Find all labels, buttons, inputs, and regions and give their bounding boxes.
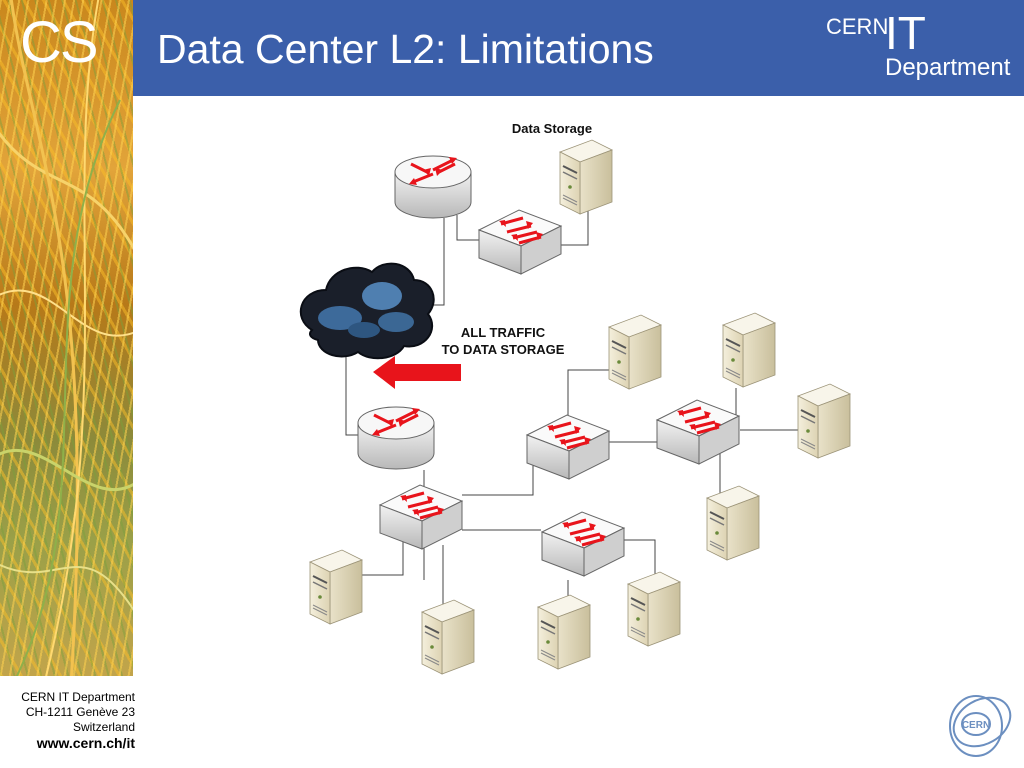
footer-address: CERN IT Department CH-1211 Genève 23 Swi…	[0, 690, 135, 751]
cern-seal-logo: CERN	[949, 695, 1012, 757]
logo-department-text: Department	[885, 54, 1011, 81]
logo-it-text: IT	[885, 7, 926, 59]
footer-url-link[interactable]: www.cern.ch/it	[36, 735, 135, 751]
server-icon	[559, 139, 613, 215]
switch-icon	[378, 483, 464, 551]
server-icon	[706, 485, 760, 561]
footer-line-2: CH-1211 Genève 23	[25, 705, 135, 719]
footer-line-3: Switzerland	[72, 720, 135, 734]
traffic-label-line2: TO DATA STORAGE	[442, 342, 565, 357]
server-icon	[537, 594, 591, 670]
footer-line-1: CERN IT Department	[21, 690, 135, 704]
traffic-arrow	[373, 356, 461, 389]
switch-icon	[655, 398, 741, 466]
traffic-label-line1: ALL TRAFFIC	[461, 325, 546, 340]
switch-icon	[525, 413, 611, 481]
server-icon	[608, 314, 662, 390]
data-storage-label: Data Storage	[512, 121, 592, 136]
cs-logo: CS	[20, 10, 99, 75]
server-icon	[421, 599, 475, 675]
cloud-icon	[299, 262, 435, 360]
router-icon	[356, 405, 436, 471]
side-decorative-panel: CS	[0, 0, 133, 676]
logo-cern-text: CERN	[826, 14, 889, 39]
header-bar: Data Center L2: Limitations CERN IT Depa…	[133, 0, 1024, 96]
page-title: Data Center L2: Limitations	[157, 26, 654, 72]
server-icon	[309, 549, 363, 625]
fiber-cables-image	[0, 0, 133, 676]
switch-icon	[477, 208, 563, 276]
cern-seal-text: CERN	[962, 720, 990, 731]
switch-icon	[540, 510, 626, 578]
server-icon	[627, 571, 681, 647]
router-icon	[393, 154, 473, 220]
server-icon	[722, 312, 776, 388]
server-icon	[797, 383, 851, 459]
